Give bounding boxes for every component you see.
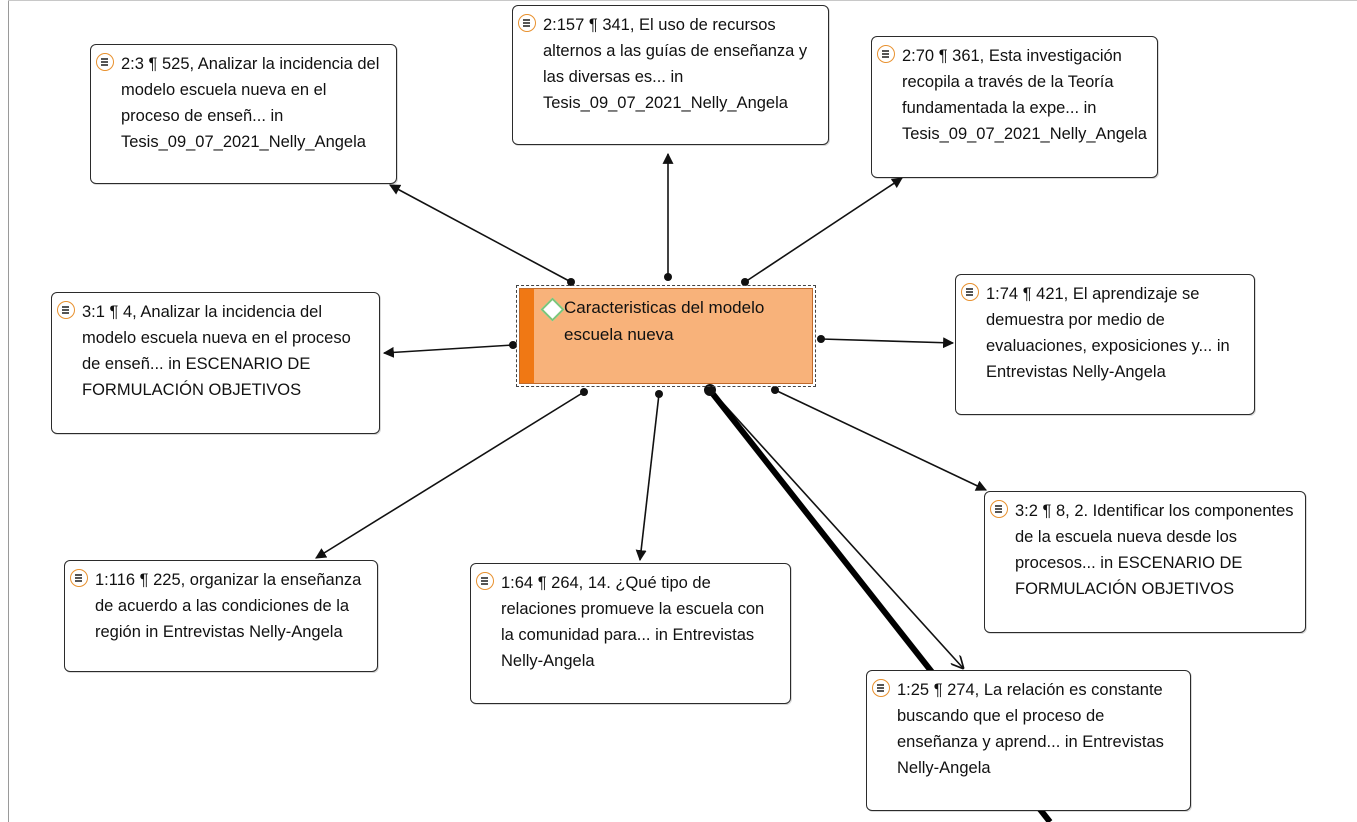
quote-text: 2:3 ¶ 525, Analizar la incidencia del mo… — [121, 55, 380, 151]
link-origin-dot — [817, 335, 825, 343]
quotation-document-icon — [57, 301, 75, 319]
quote-text: 2:157 ¶ 341, El uso de recursos alternos… — [543, 16, 808, 112]
link-to-quote-1-25 — [711, 390, 963, 668]
quotation-document-icon — [872, 679, 890, 697]
link-to-quote-2-70 — [744, 177, 903, 283]
quotation-document-icon — [518, 14, 536, 32]
link-origin-dot — [664, 273, 672, 281]
link-to-quote-2-3 — [389, 184, 572, 283]
link-origin-dot — [771, 386, 779, 394]
canvas-left-border — [8, 0, 9, 822]
code-node-label: Caracteristicas del modelo escuela nueva — [564, 298, 765, 344]
link-origin-dot — [567, 278, 575, 286]
link-to-quote-1-64 — [635, 393, 660, 562]
quotation-document-icon — [877, 45, 895, 63]
quote-text: 2:70 ¶ 361, Esta investigación recopila … — [902, 47, 1147, 143]
quote-text: 1:25 ¶ 274, La relación es constante bus… — [897, 681, 1164, 777]
code-node-caracteristicas[interactable]: Caracteristicas del modelo escuela nueva — [516, 285, 816, 387]
link-to-quote-1-74 — [820, 337, 955, 349]
quote-text: 3:2 ¶ 8, 2. Identificar los componentes … — [1015, 502, 1294, 598]
quote-node-2-3[interactable]: 2:3 ¶ 525, Analizar la incidencia del mo… — [90, 44, 397, 184]
code-node-body: Caracteristicas del modelo escuela nueva — [519, 288, 813, 384]
quote-node-1-116[interactable]: 1:116 ¶ 225, organizar la enseñanza de a… — [64, 560, 378, 672]
link-origin-dot — [741, 278, 749, 286]
quotation-document-icon — [70, 569, 88, 587]
quote-node-2-70[interactable]: 2:70 ¶ 361, Esta investigación recopila … — [871, 36, 1158, 178]
quote-node-3-1[interactable]: 3:1 ¶ 4, Analizar la incidencia del mode… — [51, 292, 380, 434]
link-to-quote-3-1 — [382, 344, 514, 358]
quote-node-1-74[interactable]: 1:74 ¶ 421, El aprendizaje se demuestra … — [955, 274, 1255, 415]
quote-node-1-64[interactable]: 1:64 ¶ 264, 14. ¿Qué tipo de relaciones … — [470, 563, 791, 704]
link-origin-dot — [655, 390, 663, 398]
canvas-top-border — [8, 0, 1357, 1]
quotation-document-icon — [96, 53, 114, 71]
link-to-quote-3-2 — [774, 389, 987, 491]
link-origin-dot — [704, 384, 716, 396]
quote-node-3-2[interactable]: 3:2 ¶ 8, 2. Identificar los componentes … — [984, 491, 1306, 633]
quotation-document-icon — [961, 283, 979, 301]
quote-text: 1:74 ¶ 421, El aprendizaje se demuestra … — [986, 285, 1230, 381]
link-origin-dot — [509, 341, 517, 349]
quotation-document-icon — [476, 572, 494, 590]
code-diamond-icon — [540, 297, 565, 322]
code-color-bar — [520, 289, 534, 383]
quotation-document-icon — [990, 500, 1008, 518]
quote-text: 1:116 ¶ 225, organizar la enseñanza de a… — [95, 571, 362, 641]
quote-text: 3:1 ¶ 4, Analizar la incidencia del mode… — [82, 303, 351, 399]
quote-text: 1:64 ¶ 264, 14. ¿Qué tipo de relaciones … — [501, 574, 765, 670]
quote-node-1-25[interactable]: 1:25 ¶ 274, La relación es constante bus… — [866, 670, 1191, 811]
quote-node-2-157[interactable]: 2:157 ¶ 341, El uso de recursos alternos… — [512, 5, 829, 145]
link-origin-dot — [580, 388, 588, 396]
link-to-quote-1-116 — [315, 391, 585, 559]
